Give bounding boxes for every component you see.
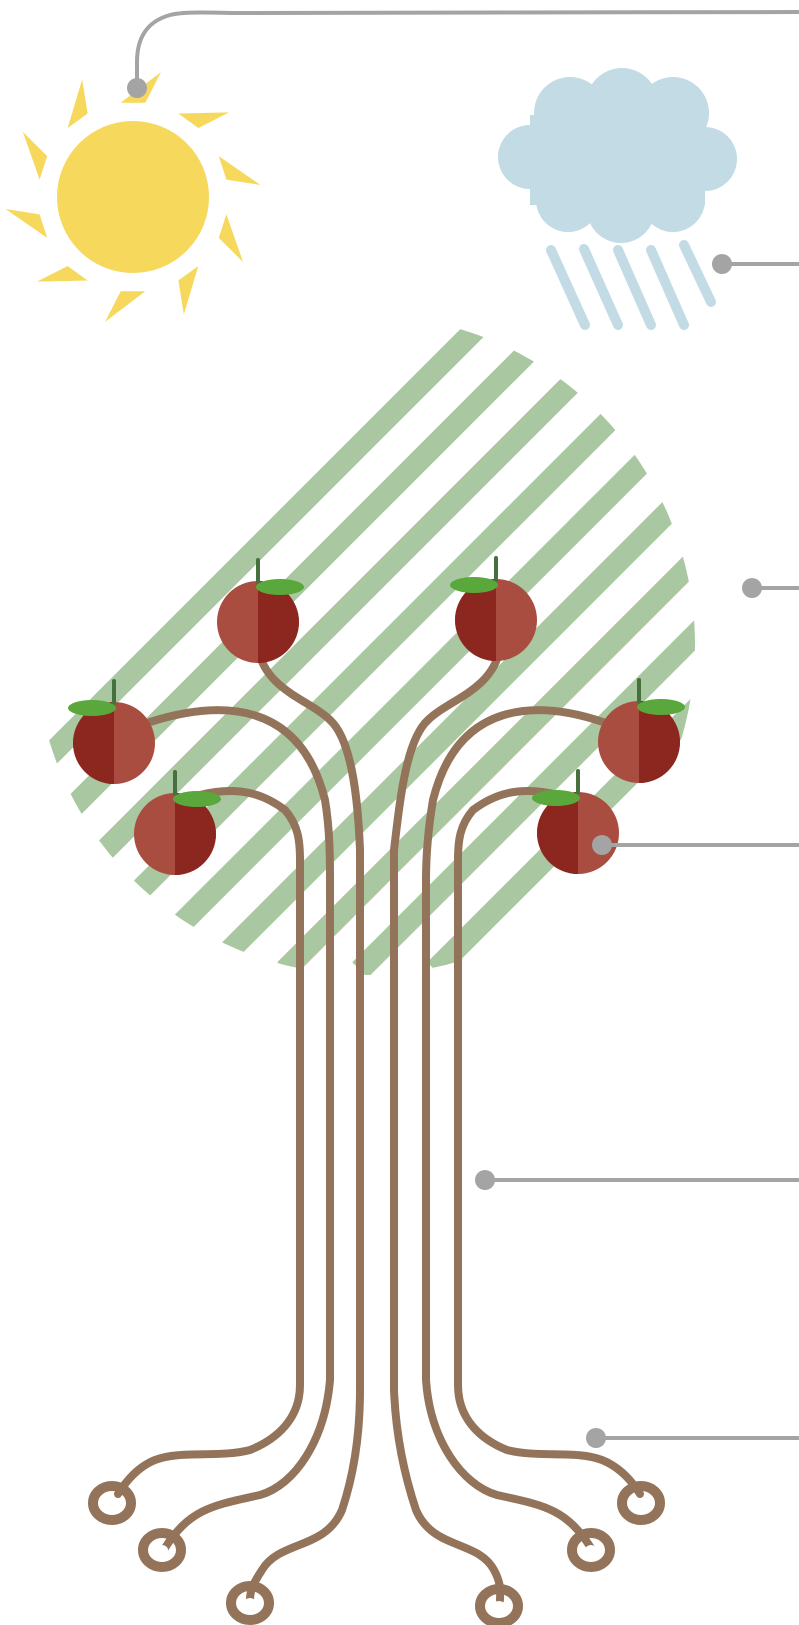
root-hole xyxy=(493,1601,505,1611)
apple-body-dark xyxy=(73,702,114,784)
sun-ray xyxy=(178,265,199,315)
apple-body-dark xyxy=(175,793,216,875)
rain-drop xyxy=(679,240,716,307)
rain-drop xyxy=(646,245,689,330)
cloud-body xyxy=(530,115,705,205)
branch-path xyxy=(246,644,364,1604)
apple-leaf xyxy=(256,579,304,595)
callout-dot xyxy=(742,578,762,598)
apple-body-dark xyxy=(639,701,680,783)
sun-ray xyxy=(5,209,48,238)
apple-icon xyxy=(134,770,221,875)
apple-icon xyxy=(598,678,685,783)
root-hole xyxy=(635,1498,647,1508)
sun-ray xyxy=(22,131,48,180)
root-hole xyxy=(106,1498,118,1508)
callout-dot xyxy=(586,1428,606,1448)
sun-ray xyxy=(218,156,261,185)
root-hole xyxy=(156,1545,168,1555)
rain-cloud-icon xyxy=(498,68,737,243)
callout-lines xyxy=(127,10,799,1448)
sun-disc xyxy=(57,121,209,273)
canopy-stripe xyxy=(352,315,695,975)
sun-ray xyxy=(218,214,244,263)
root-tip xyxy=(138,1528,186,1572)
rain-drop xyxy=(613,245,656,330)
apple-leaf xyxy=(173,791,221,807)
rain-drop xyxy=(579,244,623,330)
canopy-stripe xyxy=(202,315,695,975)
callout-line xyxy=(135,10,799,90)
sun-ray xyxy=(178,112,230,129)
apple-body-dark xyxy=(258,581,299,663)
apple-body-dark xyxy=(455,579,496,661)
sun-icon xyxy=(5,72,261,322)
callout-dot xyxy=(127,78,147,98)
root-icon xyxy=(88,1481,665,1625)
callout-dot xyxy=(475,1170,495,1190)
branch-path xyxy=(422,706,607,1552)
canopy-stripe xyxy=(277,315,695,975)
root-tip xyxy=(617,1481,665,1525)
root-tip xyxy=(567,1528,615,1572)
sun-ray xyxy=(67,79,88,129)
branch-path xyxy=(454,786,644,1498)
root-hole xyxy=(585,1545,597,1555)
rain-drops-icon xyxy=(546,240,716,330)
callout-dot xyxy=(712,254,732,274)
sun-ray xyxy=(36,265,88,282)
root-tip xyxy=(475,1584,523,1625)
callout-dot xyxy=(592,835,612,855)
root-tip xyxy=(226,1581,274,1625)
apples-group xyxy=(68,556,685,875)
root-hole xyxy=(244,1598,256,1608)
canopy-stripe xyxy=(35,315,523,975)
apple-leaf xyxy=(532,790,580,806)
branch-path xyxy=(390,644,505,1604)
apple-icon xyxy=(450,556,537,661)
leaves-icon xyxy=(35,315,695,975)
apple-leaf xyxy=(450,577,498,593)
root-tip xyxy=(88,1481,136,1525)
apple-body-dark xyxy=(537,792,578,874)
sun-ray xyxy=(105,291,146,322)
branch-path xyxy=(146,706,334,1552)
apple-leaf xyxy=(68,700,116,716)
apple-leaf xyxy=(637,699,685,715)
apple-icon xyxy=(68,679,155,784)
trunk-icon xyxy=(114,644,644,1604)
branch-path xyxy=(114,786,304,1498)
apple-icon xyxy=(217,558,304,663)
rain-drop xyxy=(546,245,590,330)
